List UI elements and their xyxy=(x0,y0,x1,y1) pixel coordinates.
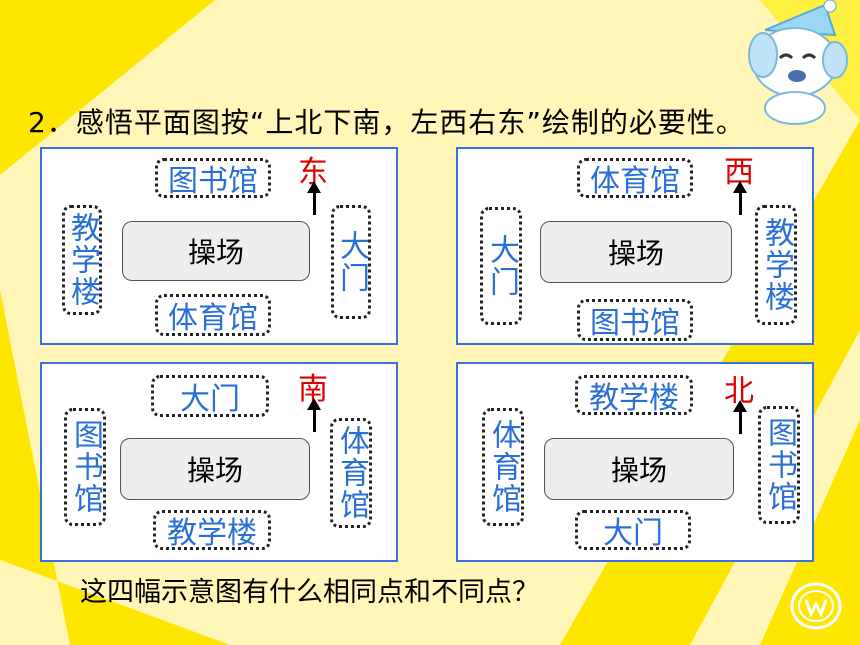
playground: 操场 xyxy=(540,221,732,283)
map-panel-4: 教学楼 体育馆 图书馆 大门 操场 北 xyxy=(456,362,814,562)
north-arrow-icon xyxy=(307,181,321,215)
playground: 操场 xyxy=(544,438,734,500)
label-bottom: 图书馆 xyxy=(577,299,693,341)
label-bottom: 大门 xyxy=(575,510,691,551)
question-text: 这四幅示意图有什么相同点和不同点？ xyxy=(80,577,539,608)
north-arrow-icon xyxy=(307,398,321,432)
label-bottom: 教学楼 xyxy=(153,510,271,551)
label-top: 图书馆 xyxy=(155,158,271,199)
label-right: 图书馆 xyxy=(758,406,800,524)
page-title: 2．感悟平面图按“上北下南，左西右东”绘制的必要性。 xyxy=(28,106,745,139)
publisher-logo-icon xyxy=(790,582,842,630)
label-top: 大门 xyxy=(151,375,269,417)
north-arrow-icon xyxy=(733,181,747,215)
label-right: 大门 xyxy=(331,205,371,319)
label-right: 体育馆 xyxy=(330,418,372,528)
label-top: 教学楼 xyxy=(575,375,693,416)
map-panel-3: 大门 图书馆 体育馆 教学楼 操场 南 xyxy=(40,362,398,562)
label-right: 教学楼 xyxy=(755,205,797,325)
map-panel-1: 图书馆 教学楼 大门 体育馆 操场 东 xyxy=(40,147,398,345)
label-bottom: 体育馆 xyxy=(155,294,271,336)
north-arrow-icon xyxy=(733,400,747,434)
map-panel-2: 体育馆 大门 教学楼 图书馆 操场 西 xyxy=(456,147,814,345)
playground: 操场 xyxy=(122,221,310,281)
label-left: 教学楼 xyxy=(62,205,102,315)
cartoon-dog-mascot-icon xyxy=(725,0,860,125)
label-left: 大门 xyxy=(480,207,522,325)
label-top: 体育馆 xyxy=(577,158,693,199)
label-left: 图书馆 xyxy=(64,408,106,526)
label-left: 体育馆 xyxy=(482,408,524,526)
playground: 操场 xyxy=(120,438,310,500)
